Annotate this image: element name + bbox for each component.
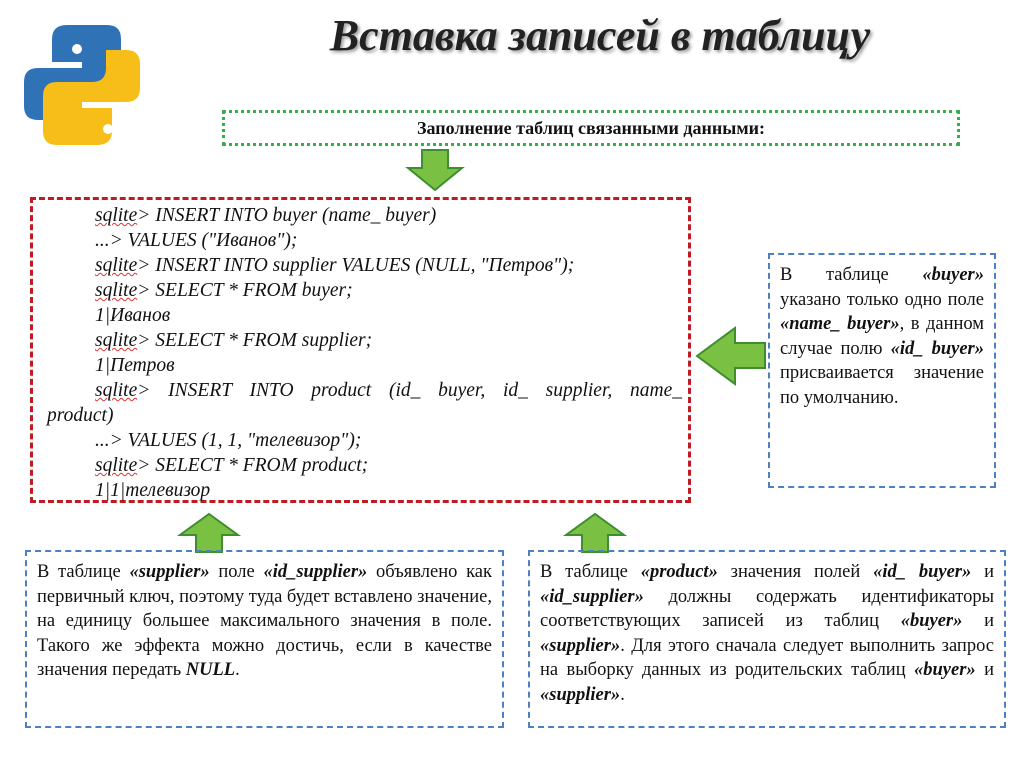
note-text: поле: [209, 562, 264, 582]
code-text: ...> VALUES ("Иванов");: [95, 230, 298, 251]
note-supplier: В таблице «supplier» поле «id_supplier» …: [25, 550, 504, 728]
arrow-left-icon: [695, 326, 766, 386]
code-text: 1|Иванов: [95, 305, 171, 326]
code-line: 1|Иванов: [47, 303, 682, 328]
code-line: ...> VALUES ("Иванов");: [47, 228, 682, 253]
note-emphasis: «supplier»: [129, 562, 210, 582]
note-text: указано только одно поле: [780, 289, 984, 310]
code-text: 1|1|телевизор: [95, 480, 211, 501]
note-text: присваивается значение по умолчанию.: [780, 363, 984, 408]
note-product: В таблице «product» значения полей «id_ …: [528, 550, 1006, 728]
note-text: В таблице: [37, 562, 130, 582]
note-buyer: В таблице «buyer» указано только одно по…: [768, 253, 996, 488]
code-text: > INSERT INTO supplier VALUES (NULL, "Пе…: [137, 255, 575, 276]
note-emphasis: «supplier»: [540, 635, 621, 656]
code-text: ...> VALUES (1, 1, "телевизор");: [95, 430, 362, 451]
note-text: и: [975, 660, 994, 680]
code-text: > INSERT INTO product (id_ buyer, id_ su…: [137, 380, 682, 401]
note-emphasis: «name_ buyer»: [780, 314, 900, 334]
slide-title: Вставка записей в таблицу: [329, 11, 871, 60]
code-prompt: sqlite: [95, 255, 138, 276]
note-text: .: [620, 684, 625, 705]
code-text: product): [47, 405, 114, 426]
code-text: > SELECT * FROM supplier;: [137, 330, 373, 351]
subtitle-box: Заполнение таблиц связанными данными:: [222, 110, 960, 146]
code-line: sqlite> INSERT INTO buyer (name_ buyer): [47, 203, 682, 228]
note-text: объявлено как первичный ключ, поэтому ту…: [37, 562, 492, 680]
note-text: и: [962, 611, 994, 631]
note-text: , в данном случае полю: [780, 314, 984, 359]
code-line: 1|1|телевизор: [47, 478, 682, 503]
code-line: sqlite> SELECT * FROM buyer;: [47, 278, 682, 303]
code-line: sqlite> INSERT INTO product (id_ buyer, …: [47, 378, 682, 403]
note-text: .: [235, 660, 240, 680]
note-emphasis: «id_supplier»: [540, 586, 644, 607]
note-emphasis: «id_ buyer»: [873, 562, 972, 582]
code-prompt: sqlite: [95, 280, 138, 301]
code-prompt: sqlite: [95, 455, 138, 476]
code-text: > INSERT INTO buyer (name_ buyer): [137, 205, 437, 226]
code-text: > SELECT * FROM product;: [137, 455, 369, 476]
note-text: В таблице: [780, 265, 923, 285]
code-prompt: sqlite: [95, 205, 138, 226]
code-line: sqlite> SELECT * FROM supplier;: [47, 328, 682, 353]
note-text: . Для этого сначала следует выполнить за…: [540, 635, 994, 681]
code-line: sqlite> SELECT * FROM product;: [47, 453, 682, 478]
note-text: В таблице: [540, 562, 641, 582]
note-emphasis: «buyer»: [922, 265, 984, 285]
arrow-up-icon: [562, 512, 628, 553]
code-prompt: sqlite: [95, 330, 138, 351]
code-line: sqlite> INSERT INTO supplier VALUES (NUL…: [47, 253, 682, 278]
note-text: значения полей: [717, 562, 874, 582]
arrow-up-icon: [176, 512, 242, 553]
note-emphasis: «id_ buyer»: [890, 338, 984, 359]
note-emphasis: NULL: [185, 660, 236, 680]
note-emphasis: «buyer»: [900, 611, 963, 631]
code-line: 1|Петров: [47, 353, 682, 378]
note-emphasis: «id_supplier»: [263, 562, 368, 582]
note-emphasis: «product»: [640, 562, 718, 582]
code-text: > SELECT * FROM buyer;: [137, 280, 353, 301]
code-text: 1|Петров: [95, 355, 175, 376]
code-prompt: sqlite: [95, 380, 138, 401]
sql-code-box: sqlite> INSERT INTO buyer (name_ buyer).…: [30, 197, 691, 503]
python-logo-icon: [24, 25, 140, 145]
note-emphasis: «buyer»: [914, 660, 976, 680]
code-line: ...> VALUES (1, 1, "телевизор");: [47, 428, 682, 453]
code-line: product): [47, 403, 682, 428]
note-text: должны содержать идентификаторы соответс…: [540, 586, 994, 632]
note-emphasis: «supplier»: [540, 684, 621, 705]
note-text: и: [971, 562, 994, 582]
arrow-down-icon: [405, 149, 465, 192]
